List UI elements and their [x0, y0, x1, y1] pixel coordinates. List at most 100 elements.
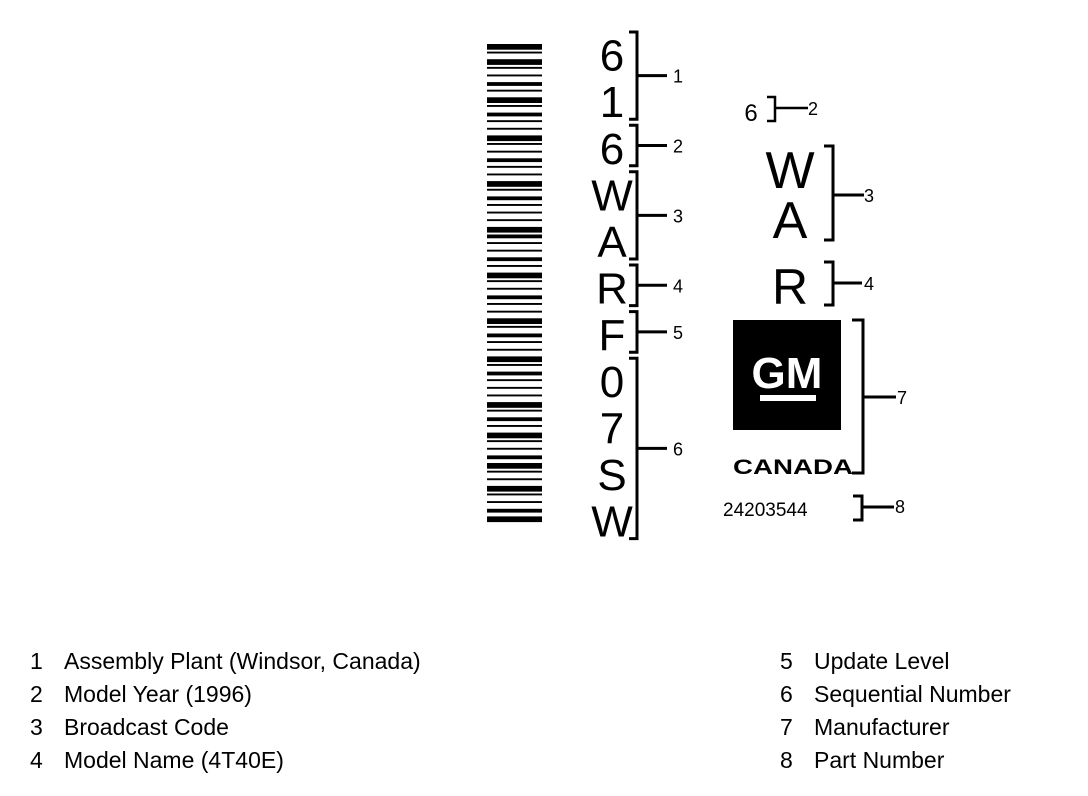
gm-logo-text: GM [752, 349, 823, 398]
barcode-bar [487, 242, 542, 244]
year-bracket [767, 95, 808, 123]
code-group-bracket [629, 263, 667, 308]
barcode-bar [487, 417, 542, 422]
barcode-bar [487, 455, 542, 460]
legend-text: Part Number [814, 747, 945, 773]
callout-model: 4 [864, 274, 874, 294]
legend-text: Broadcast Code [64, 714, 229, 740]
barcode-bar [487, 287, 542, 290]
barcode-bar [487, 310, 542, 313]
barcode-bar [487, 333, 542, 338]
legend-text: Assembly Plant (Windsor, Canada) [64, 648, 421, 674]
barcode-bar [487, 66, 542, 69]
barcode-bar [487, 280, 542, 283]
code-character: F [599, 311, 626, 360]
barcode-bar [487, 265, 542, 267]
barcode-bar [487, 386, 542, 389]
manufacturer-bracket [852, 318, 896, 475]
barcode-bar [487, 432, 542, 439]
callout-manufacturer: 7 [897, 388, 907, 408]
legend-number: 2 [30, 681, 43, 707]
code-character: 0 [600, 358, 624, 407]
part-bracket [853, 494, 894, 522]
barcode-bar [487, 303, 542, 305]
code-character: 6 [600, 32, 624, 81]
barcode-bar [487, 348, 542, 351]
barcode-bar [487, 325, 542, 328]
barcode-bar [487, 173, 542, 176]
country-label: CANADA [733, 456, 853, 479]
barcode-bar [487, 165, 542, 168]
code-character: W [591, 498, 633, 547]
code-character: 7 [600, 404, 624, 453]
code-group-callout: 2 [673, 137, 683, 157]
barcode-bar [487, 470, 542, 473]
barcode-bar [487, 120, 542, 123]
code-group-callout: 4 [673, 276, 683, 296]
legend-item: 3 Broadcast Code [30, 713, 421, 746]
gm-logo [733, 320, 841, 430]
barcode-bar [487, 188, 542, 191]
year-digit: 6 [744, 100, 757, 127]
code-character: W [591, 171, 633, 220]
code-group-callout: 1 [673, 67, 683, 87]
part-number: 24203544 [723, 500, 808, 521]
barcode-bar [487, 394, 542, 397]
barcode-bar [487, 341, 542, 343]
barcode-bar [487, 74, 542, 77]
barcode-bar [487, 463, 542, 469]
barcode-bar [487, 181, 542, 187]
barcode-bar [487, 249, 542, 252]
barcode-bar [487, 204, 542, 206]
code-character: 6 [600, 125, 624, 174]
barcode [487, 44, 542, 523]
code-group-bracket [629, 170, 667, 261]
barcode-bar [487, 135, 542, 142]
callout-part: 8 [895, 497, 905, 517]
legend-number: 3 [30, 714, 43, 740]
code-group-bracket [629, 356, 667, 541]
legend-number: 7 [780, 714, 793, 740]
legend-text: Model Name (4T40E) [64, 747, 284, 773]
barcode-bar [487, 219, 542, 222]
barcode-bar [487, 295, 542, 300]
barcode-bar [487, 82, 542, 86]
barcode-bar [487, 97, 542, 103]
legend-text: Model Year (1996) [64, 681, 252, 707]
barcode-bar [487, 478, 542, 481]
callout-broadcast: 3 [864, 186, 874, 206]
barcode-bar [487, 409, 542, 412]
code-group-bracket [629, 123, 667, 168]
code-group-bracket [629, 30, 667, 121]
code-group-callout: 3 [673, 206, 683, 226]
barcode-bar [487, 234, 542, 239]
barcode-bar [487, 59, 542, 65]
code-character: A [597, 218, 627, 267]
legend-text: Update Level [814, 648, 950, 674]
barcode-bar [487, 508, 542, 513]
barcode-bar [487, 501, 542, 503]
barcode-bar [487, 485, 542, 492]
broadcast-letter-1: W [765, 142, 814, 200]
barcode-bar [487, 44, 542, 50]
code-character: 1 [600, 78, 624, 127]
legend-number: 6 [780, 681, 793, 707]
barcode-bar [487, 150, 542, 153]
code-group-bracket [629, 310, 667, 354]
model-letter: R [772, 259, 808, 315]
barcode-bar [487, 493, 542, 496]
barcode-bar [487, 127, 542, 130]
barcode-bar [487, 105, 542, 107]
barcode-bar [487, 356, 542, 363]
barcode-bar [487, 51, 542, 54]
barcode-bar [487, 89, 542, 92]
barcode-bar [487, 402, 542, 408]
barcode-bar [487, 211, 542, 214]
